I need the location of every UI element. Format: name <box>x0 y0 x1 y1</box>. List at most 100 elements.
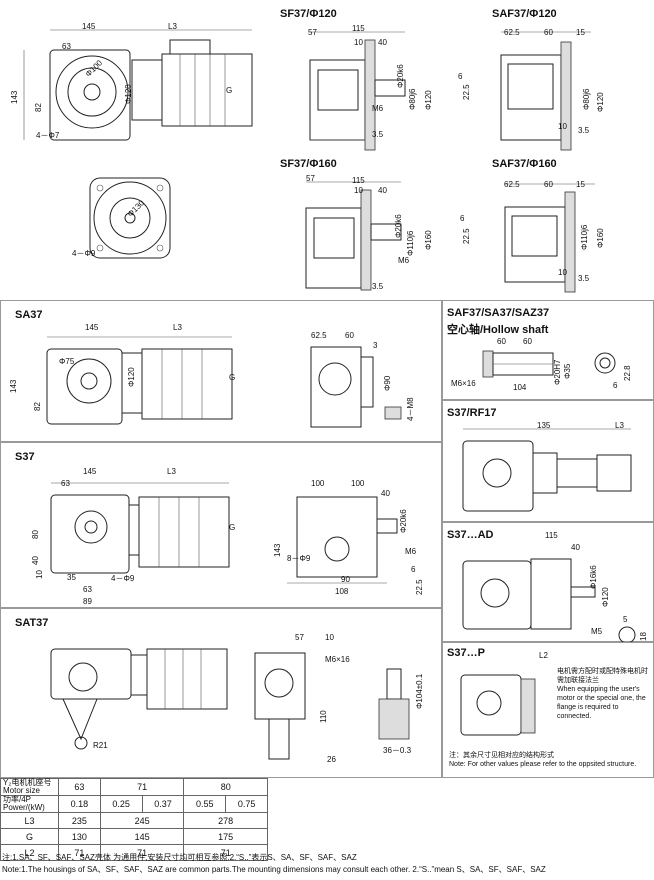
panel-hollow-shaft: SAF37/SA37/SAZ37 空心轴/Hollow shaft 60 60 … <box>442 300 654 400</box>
sf120-shaft: Φ20k6 <box>396 64 405 88</box>
sf120-dim-3-5: 3.5 <box>372 130 384 139</box>
s37-dim-143: 143 <box>273 543 282 557</box>
saf160-dim-60: 60 <box>544 180 553 189</box>
sf160-dim-3-5: 3.5 <box>372 282 384 291</box>
sa37-front-drawing <box>46 336 233 425</box>
s37p-drawing <box>460 674 536 736</box>
sa37-dim-phi75: Φ75 <box>59 357 75 366</box>
saf160-dim-62-5: 62.5 <box>504 180 520 189</box>
power-cell: 0.25 <box>99 795 143 813</box>
saf160-dim-15: 15 <box>576 180 585 189</box>
dim-145: 145 <box>82 22 96 31</box>
s37-dim-90: 90 <box>341 575 350 584</box>
sa37-dim-82: 82 <box>33 402 42 411</box>
sf37-120-drawing <box>309 31 406 151</box>
s37p-l2: L2 <box>539 651 548 660</box>
s37p-note-en: Note: For other values please refer to t… <box>449 761 637 768</box>
power-cell: 0.75 <box>225 795 268 813</box>
sa37-dim-145: 145 <box>85 323 99 332</box>
sf37-160-title: SF37/Φ160 <box>280 158 337 170</box>
header-power-en: Power/(kW) <box>3 803 45 812</box>
table-row: Y₂电机机座号 Motor size 63 71 80 <box>0 778 268 796</box>
hollow-bore: Φ20H7 <box>553 359 562 385</box>
s37-dim-35: 35 <box>67 573 76 582</box>
saf120-dim-10: 10 <box>558 122 567 131</box>
hollow-dim-60b: 60 <box>523 337 532 346</box>
s37-dim-40b: 40 <box>381 489 390 498</box>
sf160-pilot: Φ110j6 <box>406 230 415 256</box>
panel-s37-ad: S37…AD 115 40 Φ16k6 Φ120 M5 5 18 <box>442 522 654 644</box>
panel-sa37: SA37 145 L3 Φ75 Φ120 143 82 G 62.5 60 3 … <box>0 300 442 442</box>
table-row: L3 235 245 278 <box>0 812 268 829</box>
sa37-dim-phi90: Φ90 <box>383 375 392 391</box>
sf120-pilot: Φ80j6 <box>408 88 417 110</box>
s37ad-drawing <box>462 558 636 644</box>
panel-s37: S37 145 L3 63 80 40 10 35 63 89 4－Φ9 G 1… <box>0 442 442 608</box>
s37-dim-80: 80 <box>31 530 40 539</box>
size-cell: 63 <box>58 778 101 796</box>
footnote-en: Note:1.The housings of SA、SF、SAF、SAZ are… <box>2 865 546 874</box>
dim-63: 63 <box>62 42 71 51</box>
s37-title: S37 <box>15 451 35 463</box>
header-motor-size: Y₂电机机座号 Motor size <box>0 778 59 796</box>
value-cell: 175 <box>183 828 268 845</box>
sf120-m6: M6 <box>372 104 384 113</box>
saf37-120-title: SAF37/Φ120 <box>492 8 557 20</box>
hollow-dim-6: 6 <box>613 381 618 390</box>
hollow-dim-60a: 60 <box>497 337 506 346</box>
sat37-m6: M6×16 <box>325 655 350 664</box>
sf37-160-drawing <box>305 181 402 291</box>
row-label: L2 <box>0 844 59 861</box>
s37rf-title: S37/RF17 <box>447 407 497 419</box>
size-cell: 80 <box>183 778 268 796</box>
s37ad-title: S37…AD <box>447 529 494 541</box>
value-cell: 235 <box>58 812 101 829</box>
value-cell: 71 <box>58 844 101 861</box>
saf120-dim-60: 60 <box>544 28 553 37</box>
hollow-shaft-drawing <box>482 350 554 378</box>
sat37-side-drawing <box>254 652 306 760</box>
power-cell: 0.37 <box>141 795 185 813</box>
header-motor-size-cn: Y₂电机机座号 <box>3 778 52 787</box>
sa37-dim-3: 3 <box>373 341 378 350</box>
header-motor-size-en: Motor size <box>3 786 40 795</box>
sa37-dim-g: G <box>229 373 236 382</box>
panel-s37-p: S37…P L2 电机需方配时或配特殊电机时需加联接法兰 When equipp… <box>442 642 654 778</box>
sat37-dim-57: 57 <box>295 633 304 642</box>
s37-dim-6: 6 <box>411 565 416 574</box>
sf120-dim-40: 40 <box>378 38 387 47</box>
dim-phi120: Φ120 <box>124 84 133 104</box>
power-cell: 0.55 <box>183 795 227 813</box>
s37-hole-8-phi9: 8－Φ9 <box>287 554 311 563</box>
sf120-dim-115: 115 <box>352 24 365 33</box>
saf37-160-drawing <box>504 183 595 293</box>
s37-shaft: Φ20k6 <box>399 509 408 533</box>
value-cell: 245 <box>99 812 185 829</box>
value-cell: 278 <box>183 812 268 829</box>
sf120-dim-6: 6 <box>458 72 463 81</box>
sf120-dim-57: 57 <box>308 28 317 37</box>
power-cell: 0.18 <box>58 795 101 813</box>
table-row: 功率/4P Power/(kW) 0.18 0.25 0.37 0.55 0.7… <box>0 795 268 813</box>
sf160-dim-6: 6 <box>460 214 465 223</box>
sf160-flange: Φ160 <box>424 230 433 250</box>
s37ad-phi120: Φ120 <box>601 587 610 607</box>
saf37-160-title: SAF37/Φ160 <box>492 158 557 170</box>
sat37-dim-36: 36－0.3 <box>383 746 412 755</box>
sf120-flange: Φ120 <box>424 90 433 110</box>
row-label: L3 <box>0 812 59 829</box>
saf160-dim-3-5: 3.5 <box>578 274 590 283</box>
panel-s-top: 145 L3 63 143 82 Φ100 Φ120 G 4－Φ7 SF37/Φ… <box>0 0 654 300</box>
s37rf-drawing <box>462 428 632 512</box>
hollow-title: SAF37/SA37/SAZ37 <box>447 307 550 319</box>
sat37-dim-10: 10 <box>325 633 334 642</box>
s37-hole-4-phi9: 4－Φ9 <box>111 574 135 583</box>
s37-m6: M6 <box>405 547 417 556</box>
s37-dim-l3: L3 <box>167 467 176 476</box>
s37p-title: S37…P <box>447 647 485 659</box>
s37-dim-40: 40 <box>31 556 40 565</box>
sf160-dim-22-5: 22.5 <box>462 228 471 244</box>
s37-dim-100a: 100 <box>311 479 325 488</box>
s37p-legend: 电机需方配时或配特殊电机时需加联接法兰 When equipping the u… <box>557 667 653 721</box>
s37p-legend-cn: 电机需方配时或配特殊电机时需加联接法兰 <box>557 668 648 684</box>
